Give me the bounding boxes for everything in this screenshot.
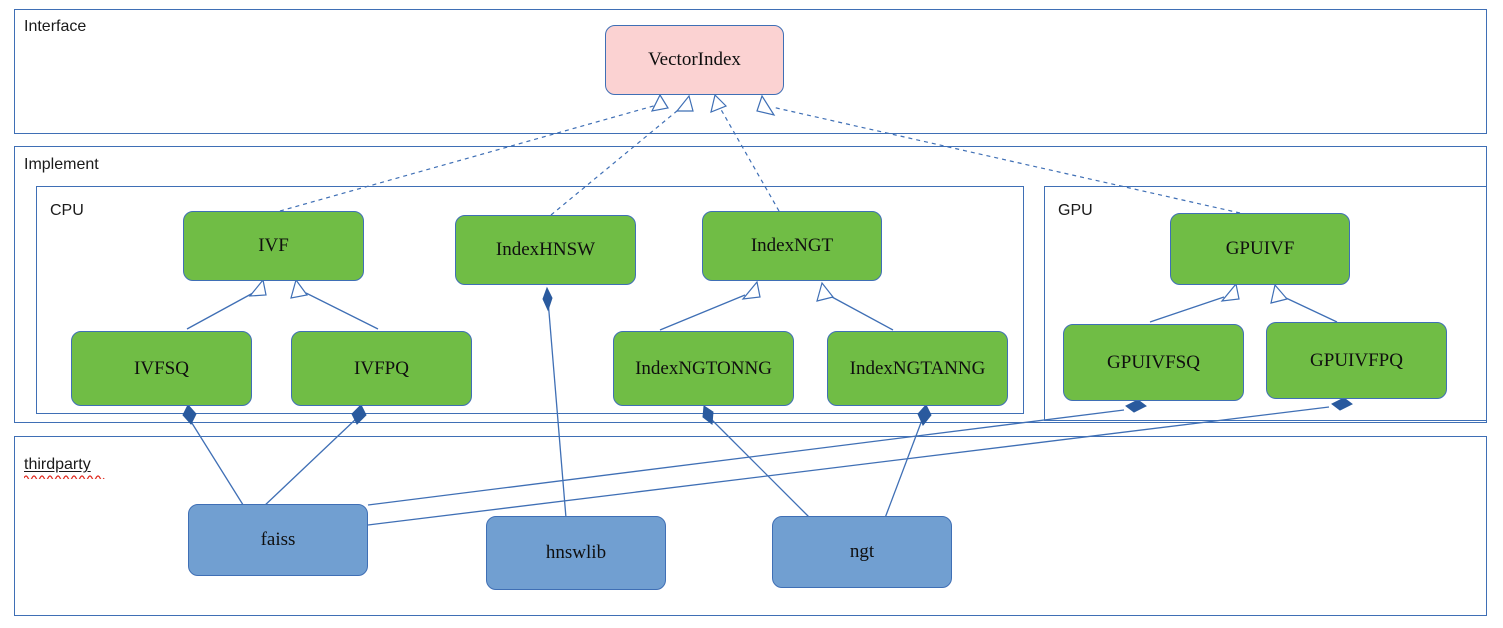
node-gpuivfsq[interactable]: GPUIVFSQ <box>1063 324 1244 401</box>
package-cpu-label: CPU <box>50 202 84 219</box>
node-indexngt[interactable]: IndexNGT <box>702 211 882 281</box>
node-indexhnsw[interactable]: IndexHNSW <box>455 215 636 285</box>
node-hnswlib[interactable]: hnswlib <box>486 516 666 590</box>
package-interface-label: Interface <box>24 18 87 35</box>
node-ivfpq[interactable]: IVFPQ <box>291 331 472 406</box>
package-thirdparty-label: thirdparty <box>24 456 91 473</box>
node-ivfsq[interactable]: IVFSQ <box>71 331 252 406</box>
package-gpu-label: GPU <box>1058 202 1093 219</box>
node-gpuivfpq[interactable]: GPUIVFPQ <box>1266 322 1447 399</box>
node-ngt[interactable]: ngt <box>772 516 952 588</box>
node-faiss[interactable]: faiss <box>188 504 368 576</box>
node-indexngtanng[interactable]: IndexNGTANNG <box>827 331 1008 406</box>
package-implement-label: Implement <box>24 156 99 173</box>
node-gpuivf[interactable]: GPUIVF <box>1170 213 1350 285</box>
node-vectorindex[interactable]: VectorIndex <box>605 25 784 95</box>
node-ivf[interactable]: IVF <box>183 211 364 281</box>
node-indexngtonng[interactable]: IndexNGTONNG <box>613 331 794 406</box>
